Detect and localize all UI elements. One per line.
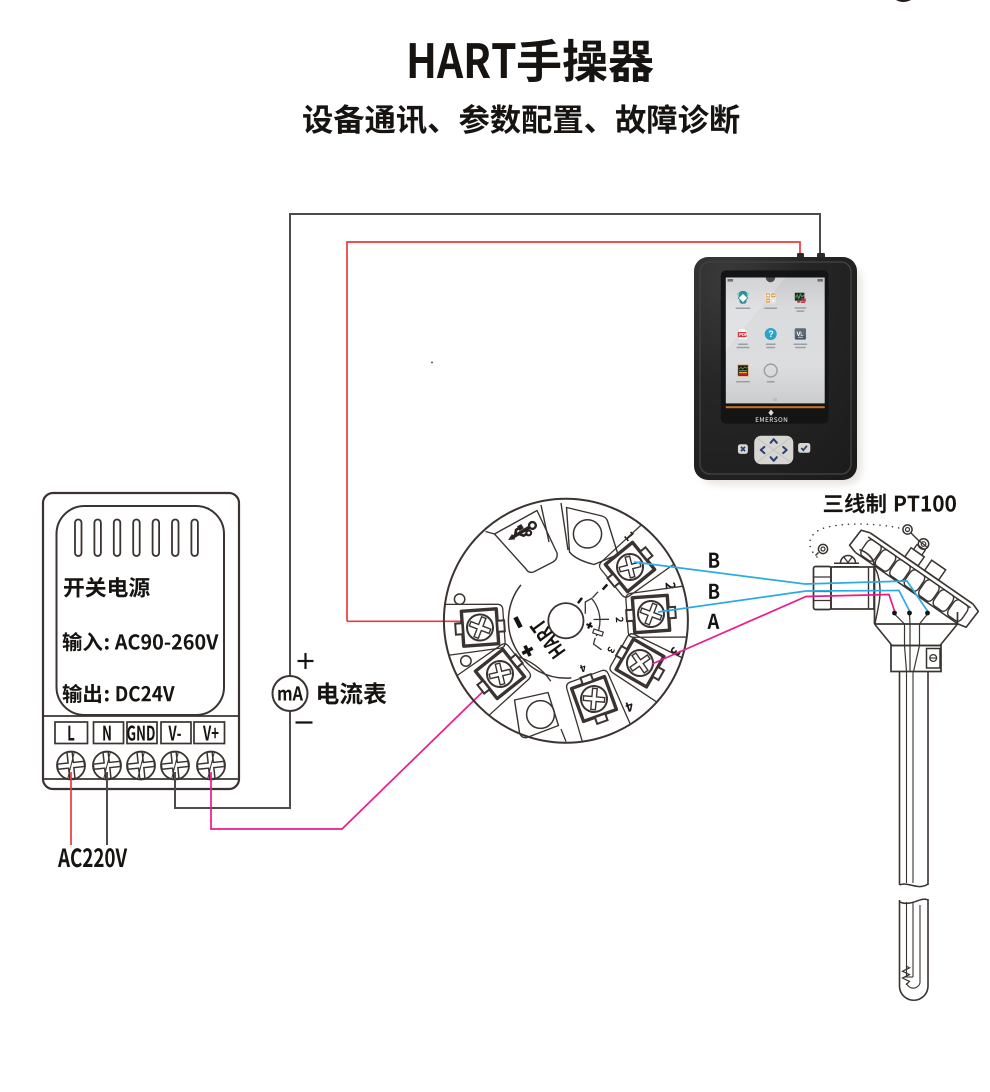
svg-text:V: V [796,331,801,338]
svg-text:?: ? [768,329,773,339]
svg-text:L: L [800,332,804,338]
svg-text:PDF: PDF [739,332,748,337]
